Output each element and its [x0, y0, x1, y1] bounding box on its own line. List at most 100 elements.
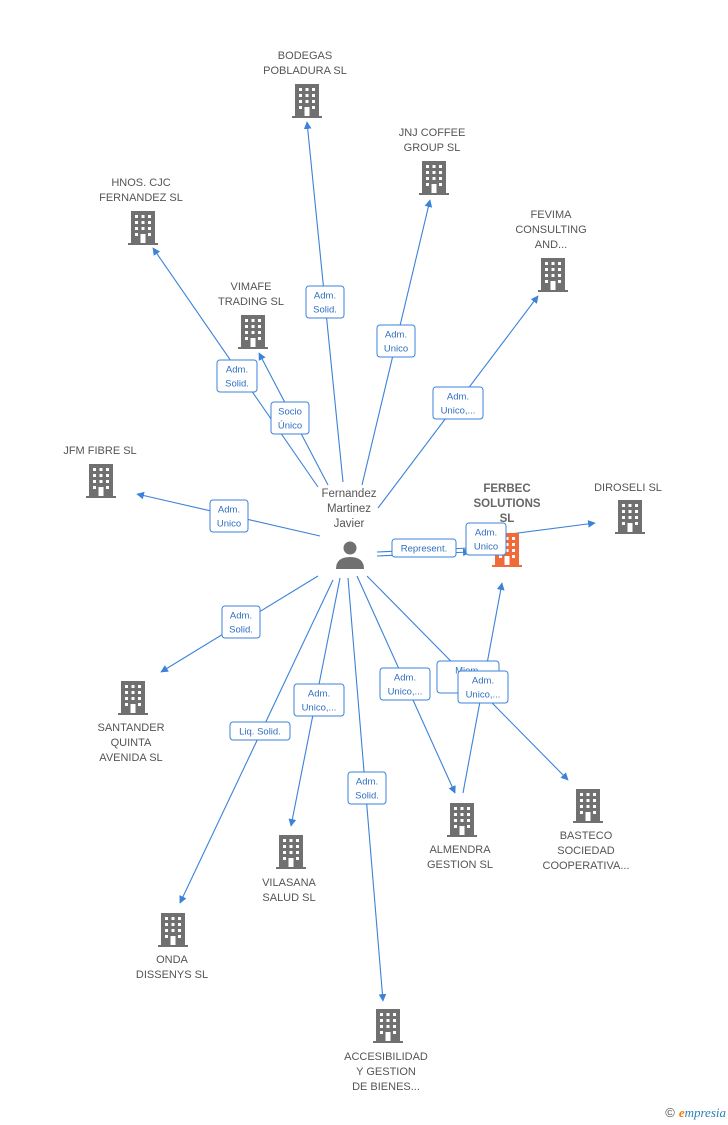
- company-label: SL: [500, 513, 515, 525]
- company-node-accesibilidad[interactable]: ACCESIBILIDAD Y GESTION DE BIENES...: [344, 1009, 428, 1093]
- edge-label-hnos[interactable]: Adm.Solid.: [216, 359, 258, 393]
- company-label: JFM FIBRE SL: [63, 445, 136, 457]
- company-label: POBLADURA SL: [263, 65, 347, 77]
- company-label: JNJ COFFEE: [399, 127, 466, 139]
- edge-label-vilasana[interactable]: Adm. Unico,...: [293, 683, 345, 717]
- edge-label-text: Adm.: [385, 330, 407, 341]
- company-node-jfm[interactable]: JFM FIBRE SL: [63, 445, 137, 498]
- edge-label-almendra[interactable]: Adm.Unico,...: [379, 667, 431, 701]
- empresia-watermark[interactable]: ©empresia: [665, 1105, 726, 1121]
- company-label: BODEGAS: [278, 50, 332, 62]
- edge-label-text: Adm.: [475, 528, 497, 539]
- edge-label-text: Adm.: [314, 291, 336, 302]
- company-label: Y GESTION: [356, 1066, 416, 1078]
- brand-initial: e: [678, 1105, 685, 1120]
- edge-label-text: Adm.: [394, 673, 416, 684]
- edge-label-fevima[interactable]: Adm.Unico,...: [432, 386, 484, 420]
- edge-label-text: Solid.: [229, 625, 253, 636]
- company-label: SANTANDER: [97, 722, 164, 734]
- edge-label-text: Socio: [278, 407, 302, 418]
- company-label: AND...: [535, 239, 567, 251]
- edge-label-text: Adm.: [226, 365, 248, 376]
- edge-label-box: [347, 771, 387, 805]
- edge-label-box: [221, 605, 261, 639]
- building-icon: [373, 1009, 403, 1043]
- company-label: FEVIMA: [531, 209, 573, 221]
- building-icon: [238, 315, 268, 349]
- building-icon: [276, 835, 306, 869]
- edge-label-text: Liq. Solid.: [239, 727, 281, 738]
- edge-label-text: Adm.: [218, 505, 240, 516]
- edge-label-box: [305, 285, 345, 319]
- edge-label-box: [379, 667, 431, 701]
- company-node-fevima[interactable]: FEVIMA CONSULTING AND...: [515, 209, 587, 292]
- edge-label-santander[interactable]: Adm. Solid.: [221, 605, 261, 639]
- company-label: DE BIENES...: [352, 1081, 420, 1093]
- building-icon: [158, 913, 188, 947]
- company-label: TRADING SL: [218, 296, 284, 308]
- edge-label-ferbec[interactable]: Represent.: [391, 538, 457, 558]
- company-label: ALMENDRA: [429, 844, 491, 856]
- edge-label-box: [209, 499, 249, 533]
- edge-label-box: [229, 721, 291, 741]
- company-label: CONSULTING: [515, 224, 586, 236]
- edge-label-basteco-b[interactable]: Adm.Unico,...: [457, 670, 509, 704]
- edge-label-bodegas[interactable]: Adm. Solid.: [305, 285, 345, 319]
- company-node-bodegas[interactable]: BODEGAS POBLADURA SL: [263, 50, 347, 118]
- company-label: QUINTA: [111, 737, 152, 749]
- edge-label-jfm[interactable]: Adm.Unico: [209, 499, 249, 533]
- edge-label-diroseli[interactable]: Adm. Unico: [465, 522, 507, 556]
- company-label: VILASANA: [262, 877, 316, 889]
- edge-label-text: Unico,...: [441, 406, 476, 417]
- building-icon: [615, 500, 645, 534]
- edge-label-box: [216, 359, 258, 393]
- edge-label-box: [391, 538, 457, 558]
- edge-label-text: Represent.: [401, 544, 447, 555]
- building-icon: [419, 161, 449, 195]
- brand-name: mpresia: [684, 1105, 726, 1120]
- edge-label-text: Adm.: [308, 689, 330, 700]
- edge-line-onda: [179, 579, 334, 904]
- company-label: COOPERATIVA...: [543, 860, 630, 872]
- edge-label-box: [376, 324, 416, 358]
- edge-label-box: [457, 670, 509, 704]
- company-label: SOCIEDAD: [557, 845, 615, 857]
- company-label: ACCESIBILIDAD: [344, 1051, 428, 1063]
- edge-label-text: Adm.: [356, 777, 378, 788]
- company-label: SALUD SL: [262, 892, 315, 904]
- edge-label-text: Unico: [474, 542, 498, 553]
- company-node-vilasana[interactable]: VILASANA SALUD SL: [262, 835, 317, 904]
- edge-label-onda[interactable]: Liq. Solid.: [229, 721, 291, 741]
- company-node-diroseli[interactable]: DIROSELI SL: [594, 482, 662, 534]
- building-icon: [118, 681, 148, 715]
- edge-label-text: Solid.: [313, 305, 337, 316]
- company-label: DIROSELI SL: [594, 482, 662, 494]
- edges-layer: [136, 121, 596, 1002]
- company-label: ONDA: [156, 954, 188, 966]
- edge-label-text: Unico,...: [302, 703, 337, 714]
- edge-label-box: [465, 522, 507, 556]
- edge-labels-layer: Adm.Solid.Adm.UnicoAdm.Solid.Adm.Unico,.…: [209, 285, 509, 805]
- building-icon: [573, 789, 603, 823]
- edge-label-accesibilidad[interactable]: Adm.Solid.: [347, 771, 387, 805]
- building-icon: [538, 258, 568, 292]
- edge-label-text: Adm.: [230, 611, 252, 622]
- building-icon: [86, 464, 116, 498]
- edge-label-box: [432, 386, 484, 420]
- edge-label-text: Unico: [384, 344, 408, 355]
- edge-label-jnj[interactable]: Adm. Unico: [376, 324, 416, 358]
- company-label: SOLUTIONS: [473, 498, 540, 510]
- company-node-basteco[interactable]: BASTECOSOCIEDADCOOPERATIVA...: [543, 789, 630, 872]
- person-name-label: Martinez: [327, 503, 371, 515]
